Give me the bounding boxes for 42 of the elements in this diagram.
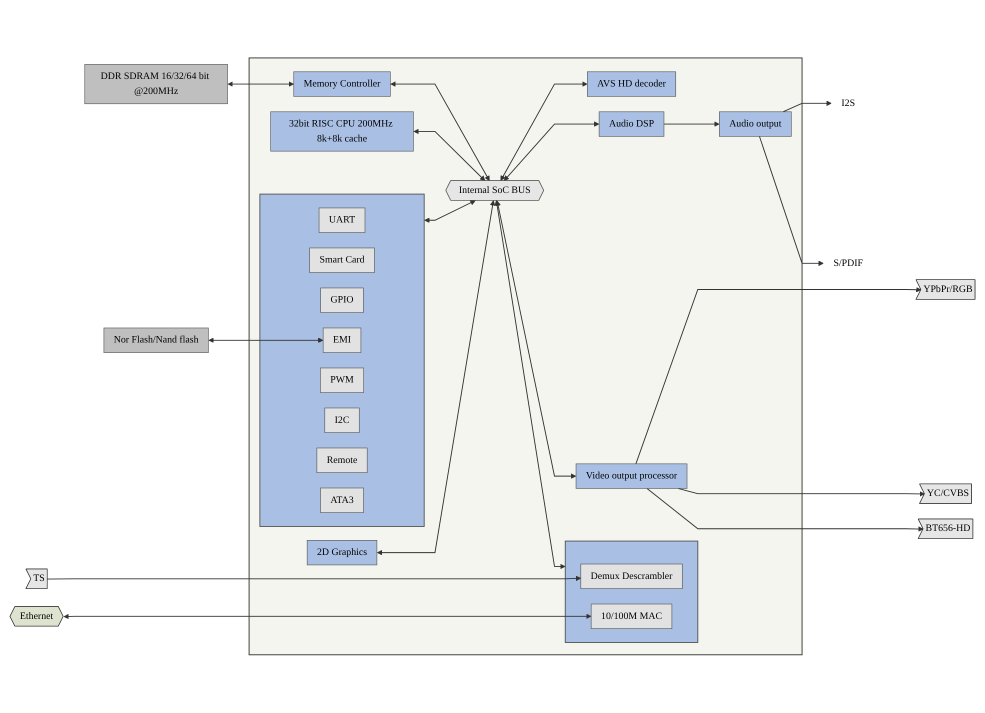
node-box: 10/100M MAC: [590, 604, 672, 630]
node-box: DDR SDRAM 16/32/64 bit @200MHz: [84, 64, 228, 104]
arrow: [390, 82, 490, 182]
node-box: ATA3: [320, 488, 364, 514]
arrow: [376, 200, 496, 556]
arrow: [47, 576, 582, 582]
arrow: [635, 287, 922, 464]
arrow: [208, 338, 324, 344]
arrow: [64, 614, 592, 620]
node-box: Video output processor: [576, 464, 688, 489]
arrow: [504, 122, 600, 182]
node-box: I2C: [324, 408, 360, 434]
cluster: [248, 58, 803, 656]
arrow: [678, 488, 925, 497]
arrow: [500, 82, 588, 182]
node-box: PWM: [320, 368, 364, 394]
node-box: Audio DSP: [598, 112, 664, 137]
node-box: 32bit RISC CPU 200MHz 8k+8k cache: [270, 112, 414, 152]
node-box: Audio output: [719, 112, 792, 137]
node-box: EMI: [322, 328, 362, 354]
node-box: 2D Graphics: [306, 540, 378, 566]
cluster: [259, 194, 425, 528]
arrow: [782, 100, 832, 112]
arrow: [496, 200, 576, 479]
node-box: AVS HD decoder: [587, 72, 676, 97]
node-box: Memory Controller: [293, 72, 391, 97]
arrow: [646, 488, 924, 532]
node-box: Remote: [316, 448, 368, 474]
arrow: [494, 200, 566, 570]
arrow: [759, 136, 824, 266]
arrow: [413, 128, 486, 182]
node-box: Smart Card: [309, 248, 375, 274]
arrow: [664, 122, 720, 127]
node-box: GPIO: [320, 288, 364, 314]
node-box: Nor Flash/Nand flash: [104, 328, 209, 354]
arrow: [228, 82, 294, 87]
node-box: UART: [318, 208, 366, 234]
node-text: I2S: [841, 98, 856, 108]
arrow: [424, 200, 476, 224]
node-box: Demux Descrambler: [580, 564, 683, 590]
cluster: [564, 540, 698, 644]
node-text: S/PDIF: [833, 258, 864, 268]
